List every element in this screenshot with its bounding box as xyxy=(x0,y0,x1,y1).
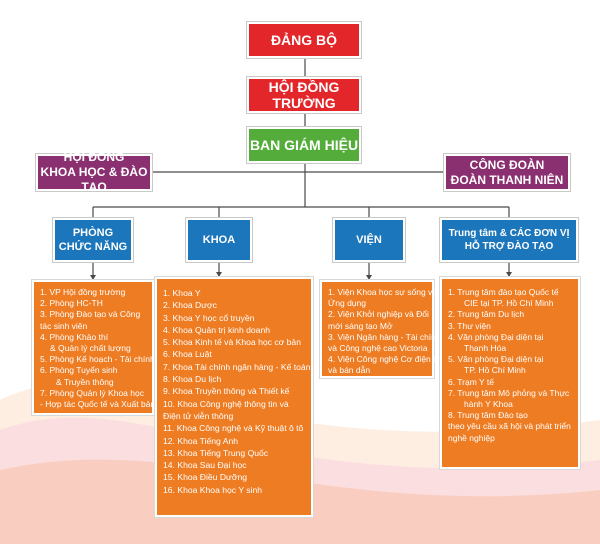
list-item: 2. Khoa Dược xyxy=(163,300,217,311)
list-item: 4. Phòng Khảo thí xyxy=(40,331,109,342)
list-item: CIE tại TP. Hồ Chí Minh xyxy=(464,298,554,309)
list-item: nghề nghiệp xyxy=(448,432,495,443)
faculty-label: KHOA xyxy=(202,234,236,246)
list-item: 1. VP Hội đồng trường xyxy=(40,287,126,297)
list-item: 15. Khoa Điều Dưỡng xyxy=(163,472,248,483)
list-item: Ứng dụng xyxy=(328,298,366,309)
list-item: 6. Trạm Y tế xyxy=(448,376,494,387)
list-item: - Hợp tác Quốc tế và Xuất bản xyxy=(40,399,156,410)
list-item: 3. Khoa Y học cổ truyền xyxy=(163,312,255,323)
list-item: 1. Trung tâm đào tạo Quốc tế xyxy=(448,287,559,297)
list-item: 12. Khoa Tiếng Anh xyxy=(163,435,239,446)
party-committee-node: ĐẢNG BỘ xyxy=(247,22,361,58)
list-item: hành Y Khoa xyxy=(464,399,513,410)
list-item: theo yêu cầu xã hội và phát triển xyxy=(448,421,571,432)
list-item: 3. Thư viện xyxy=(448,320,491,331)
centers-line-2: HỖ TRỢ ĐÀO TẠO xyxy=(464,241,554,252)
centers-line-1: Trung tâm & CÁC ĐƠN VỊ xyxy=(448,228,570,239)
list-item: tác sinh viên xyxy=(40,320,88,331)
institute-label: VIỆN xyxy=(356,234,382,246)
functional-departments-list: 1. VP Hội đồng trường 2. Phòng HC-TH 3. … xyxy=(32,280,156,415)
list-item: 7. Trung tâm Mô phỏng và Thực xyxy=(448,387,570,398)
list-item: & Quản lý chất lượng xyxy=(50,343,131,354)
list-item: 2. Phòng HC-TH xyxy=(40,298,103,309)
list-item: 2. Viện Khởi nghiệp và Đổi xyxy=(328,309,429,320)
list-item: 14. Khoa Sau Đại học xyxy=(163,460,247,471)
list-item: 1. Khoa Y xyxy=(163,288,201,298)
list-item: 3. Phòng Đào tạo và Công xyxy=(40,309,141,320)
institute-list: 1. Viện Khoa học sự sống và Ứng dụng 2. … xyxy=(320,280,442,378)
list-item: 11. Khoa Công nghệ và Kỹ thuật ô tô xyxy=(163,423,304,434)
list-item: 2. Trung tâm Du lịch xyxy=(448,309,525,320)
party-committee-label: ĐẢNG BỘ xyxy=(270,32,338,48)
functional-line-1: PHÒNG xyxy=(72,227,114,239)
list-item: 16. Khoa Khoa học Y sinh xyxy=(163,484,263,495)
union-node: CÔNG ĐOÀN ĐOÀN THANH NIÊN xyxy=(444,154,570,191)
functional-departments-node: PHÒNG CHỨC NĂNG xyxy=(53,218,133,262)
faculty-list: 1. Khoa Y 2. Khoa Dược 3. Khoa Y học cổ … xyxy=(155,277,313,517)
school-council-node: HỘI ĐỒNG TRƯỜNG xyxy=(247,77,361,113)
list-item: 4. Văn phòng Đại diện tại xyxy=(448,331,544,342)
board-of-directors-node: BAN GIÁM HIỆU xyxy=(247,127,361,163)
list-item: 5. Văn phòng Đại diện tại xyxy=(448,354,544,365)
list-item: 5. Phòng Kế hoạch - Tài chính xyxy=(40,354,155,365)
list-item: 1. Viện Khoa học sự sống và xyxy=(328,287,438,297)
list-item: Thanh Hóa xyxy=(464,343,507,354)
list-item: 7. Phòng Quản lý Khoa học xyxy=(40,387,144,398)
list-item: 5. Khoa Kinh tế và Khoa học cơ bản xyxy=(163,337,301,348)
list-item: 9. Khoa Truyền thông và Thiết kế xyxy=(163,386,290,397)
functional-line-2: CHỨC NĂNG xyxy=(58,241,128,253)
list-item: & Truyền thông xyxy=(56,376,114,387)
list-item: Điện tử viễn thông xyxy=(163,410,234,421)
list-item: và bán dẫn xyxy=(328,365,371,376)
science-council-line-1: HỘI ĐỒNG xyxy=(63,150,125,164)
science-council-node: HỘI ĐỒNG KHOA HỌC & ĐÀO TẠO xyxy=(36,150,152,194)
list-item: 8. Khoa Du lịch xyxy=(163,374,222,385)
list-item: 6. Khoa Luật xyxy=(163,349,212,360)
list-item: 10. Khoa Công nghệ thông tin và xyxy=(163,398,289,409)
science-council-line-2: KHOA HỌC & ĐÀO TẠO xyxy=(40,165,148,194)
school-council-label: HỘI ĐỒNG TRƯỜNG xyxy=(268,79,340,111)
list-item: 3. Viện Ngân hàng - Tài chính xyxy=(328,331,441,342)
list-item: 7. Khoa Tài chính ngân hàng - Kế toán xyxy=(163,361,311,372)
union-line-1: CÔNG ĐOÀN xyxy=(469,157,545,172)
centers-list: 1. Trung tâm đào tạo Quốc tế CIE tại TP.… xyxy=(440,277,580,469)
list-item: 6. Phòng Tuyển sinh xyxy=(40,365,118,376)
institute-node: VIỆN xyxy=(333,218,405,262)
centers-node: Trung tâm & CÁC ĐƠN VỊ HỖ TRỢ ĐÀO TẠO xyxy=(440,218,578,262)
list-item: 8. Trung tâm Đào tạo xyxy=(448,410,528,421)
list-item: 4. Viện Công nghệ Cơ điện tử xyxy=(328,354,442,365)
list-item: 4. Khoa Quản trị kinh doanh xyxy=(163,324,271,335)
union-line-2: ĐOÀN THANH NIÊN xyxy=(450,172,564,187)
list-item: và Công nghệ cao Victoria xyxy=(328,343,428,354)
list-item: mới sáng tạo Mở xyxy=(328,320,393,331)
board-of-directors-label: BAN GIÁM HIỆU xyxy=(249,137,359,153)
faculty-node: KHOA xyxy=(186,218,252,262)
list-item: 13. Khoa Tiếng Trung Quốc xyxy=(163,447,269,458)
list-item: TP. Hồ Chí Minh xyxy=(464,365,526,376)
